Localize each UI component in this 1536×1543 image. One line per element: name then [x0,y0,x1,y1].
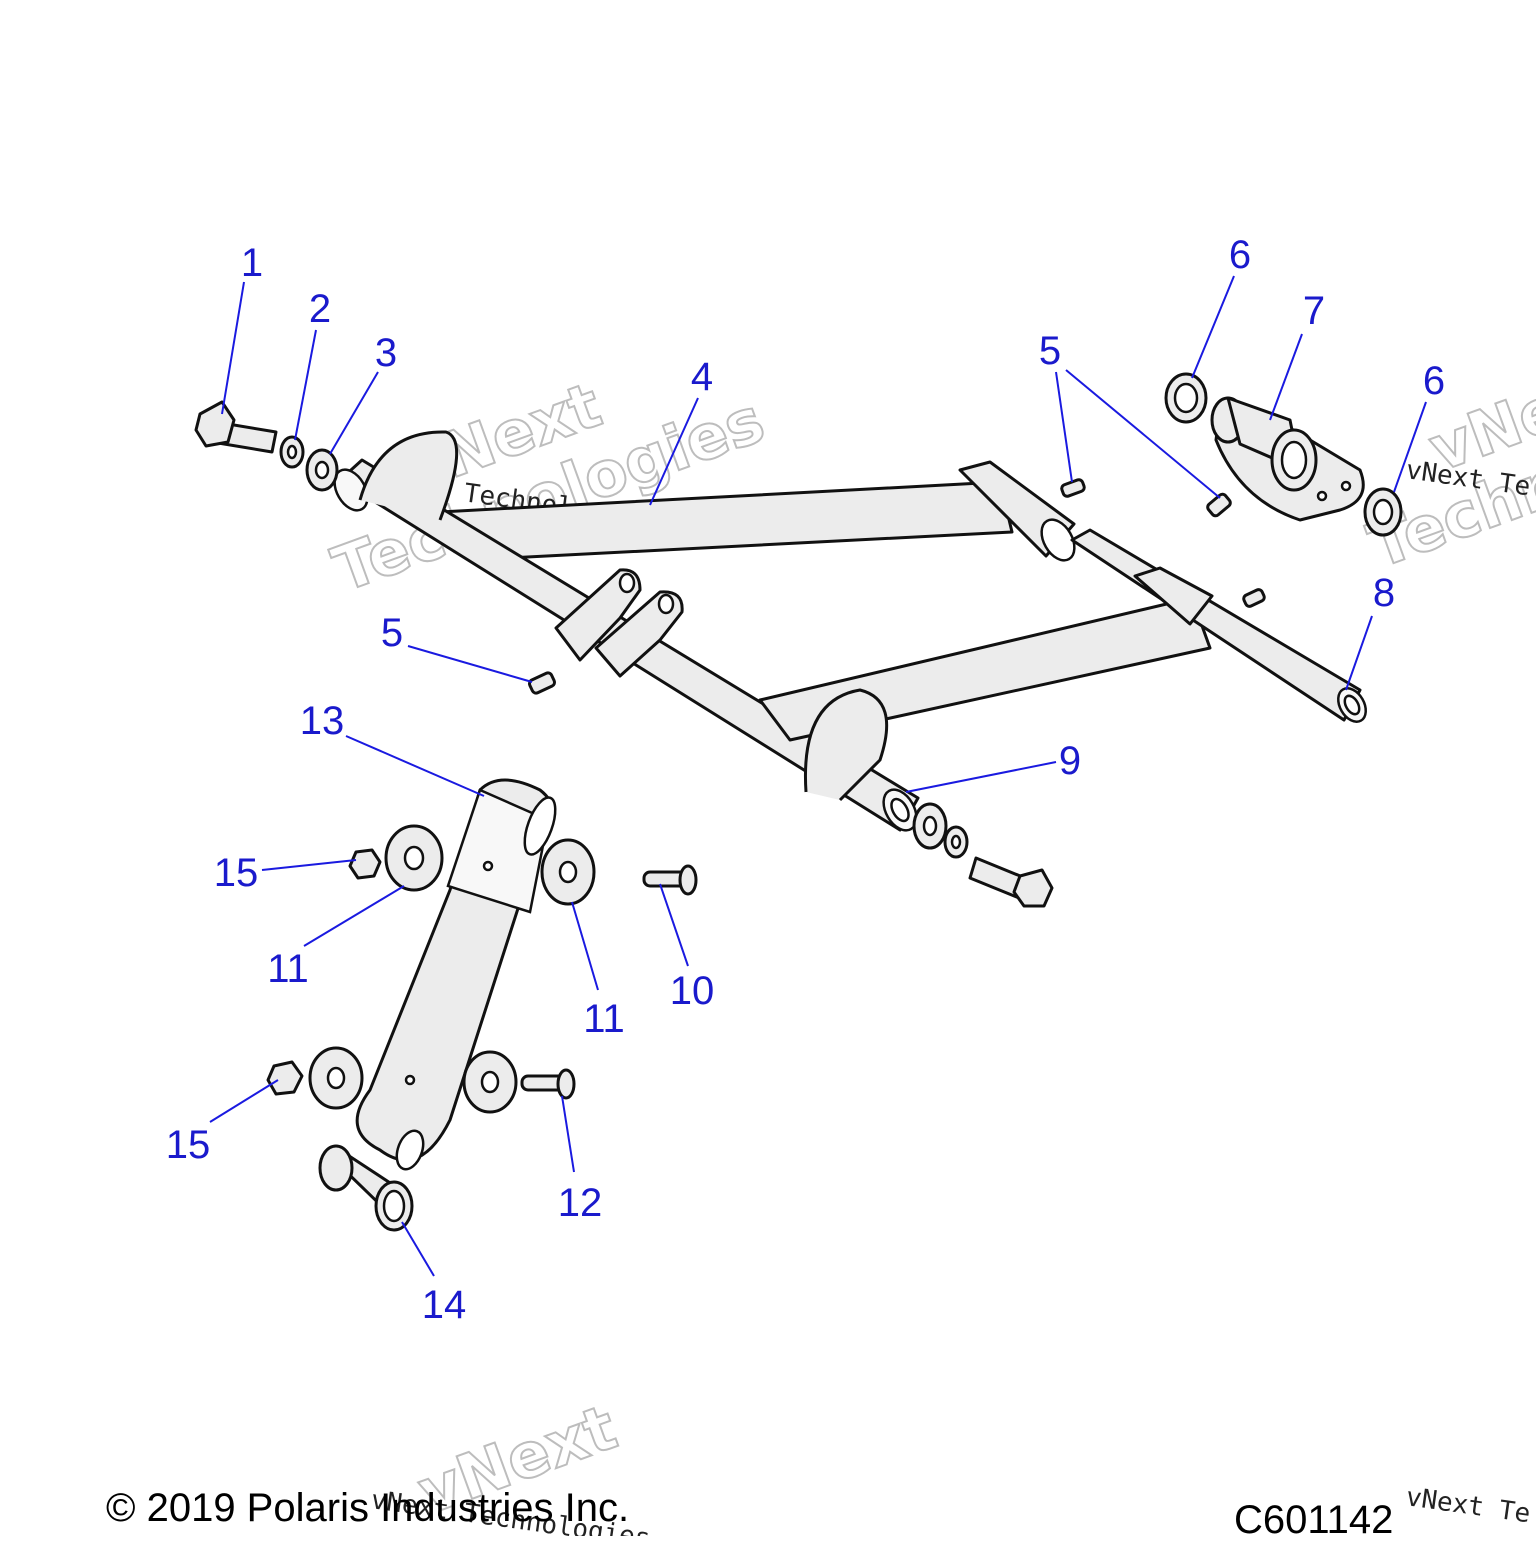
grease-fitting-right [1242,588,1266,608]
callout-6-right: 6 [1423,359,1445,403]
leader-lines [209,275,1427,1277]
bushing-washer-upper-left [384,824,444,892]
callout-8: 8 [1373,571,1395,615]
callout-4: 4 [691,355,713,399]
callout-labels: 1 2 3 4 5 6 7 6 8 5 9 13 15 11 11 10 12 … [166,233,1445,1327]
callout-2: 2 [309,287,331,331]
link-arm [355,778,557,1171]
grease-fitting-upper [1060,478,1086,498]
callout-9: 9 [1059,739,1081,783]
callout-7: 7 [1303,289,1325,333]
grease-fitting-bracket [1206,492,1232,518]
callout-15-lower: 15 [166,1123,211,1167]
nut-lower [266,1060,304,1096]
pin-lower [520,1068,576,1100]
bushing-washer-lower-right [462,1050,518,1114]
copyright-notice: © 2019 Polaris Industries Inc. [106,1486,630,1530]
callout-5-lower: 5 [381,611,403,655]
pin-upper [642,864,698,896]
bushing-washer-lower-left [308,1046,364,1110]
watermark-label-bottom-right: vNext Te [1404,1482,1532,1529]
callout-12: 12 [558,1181,603,1225]
bolt-left [194,400,278,454]
callout-1: 1 [241,241,263,285]
callout-3: 3 [375,331,397,375]
bushing-sleeve [318,1144,414,1232]
callout-5-upper: 5 [1039,329,1061,373]
nut-upper [348,848,382,880]
callout-13: 13 [300,699,345,743]
callout-11-right: 11 [583,997,625,1041]
callout-6-upper: 6 [1229,233,1251,277]
callout-11-left: 11 [267,947,309,991]
grease-fitting-lower [527,671,557,695]
bushing-washer-upper-right [540,838,596,906]
callout-14: 14 [422,1283,467,1327]
bolt-right [968,856,1054,908]
diagram-code: C601142 [1234,1498,1394,1542]
a-arm-frame [333,430,1367,832]
pivot-bracket [1210,396,1365,522]
callout-10: 10 [670,969,715,1013]
callout-15-upper: 15 [214,851,259,895]
